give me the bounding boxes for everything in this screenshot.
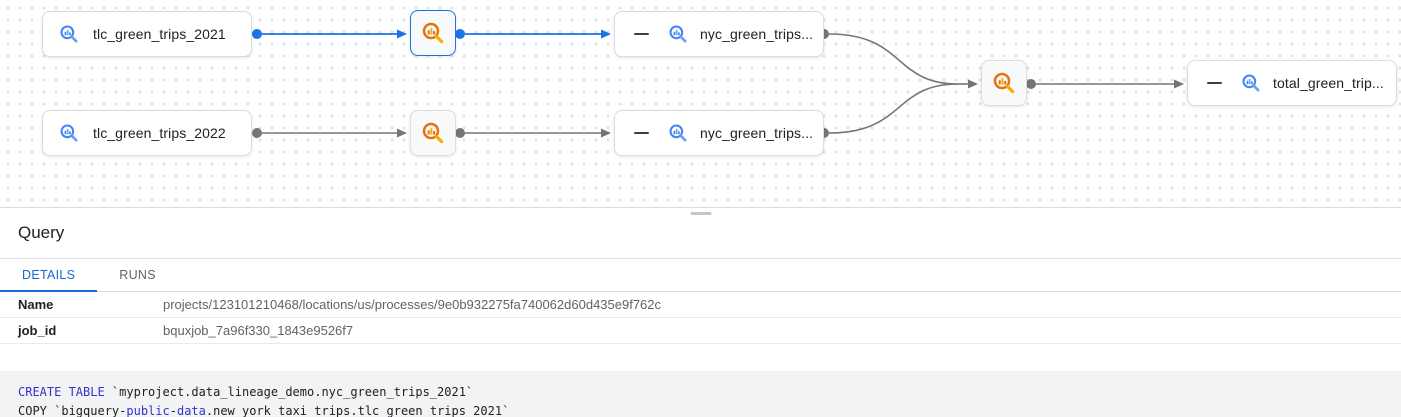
- bigquery-icon: [669, 25, 687, 43]
- output-port: [455, 128, 465, 138]
- lineage-graph-canvas[interactable]: tlc_green_trips_2021 nyc_green_trips...: [0, 0, 1401, 208]
- bigquery-query-icon: [422, 122, 444, 144]
- detail-row-name: Name projects/123101210468/locations/us/…: [0, 292, 1401, 318]
- panel-title: Query: [18, 223, 65, 242]
- node-nyc-green-trips-2021[interactable]: nyc_green_trips...: [614, 11, 824, 57]
- tab-details[interactable]: DETAILS: [0, 259, 98, 292]
- bigquery-query-icon: [993, 72, 1015, 94]
- detail-value: projects/123101210468/locations/us/proce…: [163, 297, 662, 312]
- node-label: tlc_green_trips_2022: [93, 125, 226, 141]
- node-label: nyc_green_trips...: [700, 26, 814, 42]
- bigquery-query-icon: [422, 22, 444, 44]
- detail-row-job-id: job_id bquxjob_7a96f330_1843e9526f7: [0, 318, 1401, 344]
- process-node-query-total[interactable]: [981, 60, 1027, 106]
- panel-resize-handle[interactable]: [690, 212, 711, 215]
- node-label: total_green_trip...: [1273, 75, 1384, 91]
- output-port: [252, 29, 262, 39]
- details-panel: Query DETAILS RUNS Name projects/1231012…: [0, 208, 1401, 417]
- output-port: [1026, 79, 1036, 89]
- node-tlc-green-trips-2021[interactable]: tlc_green_trips_2021: [42, 11, 252, 57]
- detail-label: Name: [18, 297, 54, 312]
- output-port: [455, 29, 465, 39]
- edge-nyc2022-to-merge: [828, 83, 959, 134]
- sql-code-block: CREATE TABLE `myproject.data_lineage_dem…: [0, 371, 1401, 417]
- panel-header: Query: [0, 208, 1401, 259]
- process-node-query-2021[interactable]: [410, 10, 456, 56]
- node-total-green-trips[interactable]: total_green_trip...: [1187, 60, 1397, 106]
- bigquery-icon: [60, 124, 78, 142]
- sql-code: CREATE TABLE `myproject.data_lineage_dem…: [18, 385, 510, 417]
- node-label: tlc_green_trips_2021: [93, 26, 226, 42]
- collapse-minus-icon[interactable]: [1207, 82, 1222, 84]
- detail-value: bquxjob_7a96f330_1843e9526f7: [163, 323, 354, 338]
- node-nyc-green-trips-2022[interactable]: nyc_green_trips...: [614, 110, 824, 156]
- collapse-minus-icon[interactable]: [634, 132, 649, 134]
- bigquery-icon: [60, 25, 78, 43]
- bigquery-icon: [1242, 74, 1260, 92]
- edge-nyc2021-to-merge: [828, 33, 959, 85]
- detail-label: job_id: [18, 323, 57, 338]
- tab-runs[interactable]: RUNS: [119, 268, 156, 282]
- bigquery-icon: [669, 124, 687, 142]
- node-tlc-green-trips-2022[interactable]: tlc_green_trips_2022: [42, 110, 252, 156]
- collapse-minus-icon[interactable]: [634, 33, 649, 35]
- output-port: [252, 128, 262, 138]
- process-node-query-2022[interactable]: [410, 110, 456, 156]
- panel-tabs: DETAILS RUNS: [0, 259, 1401, 292]
- node-label: nyc_green_trips...: [700, 125, 814, 141]
